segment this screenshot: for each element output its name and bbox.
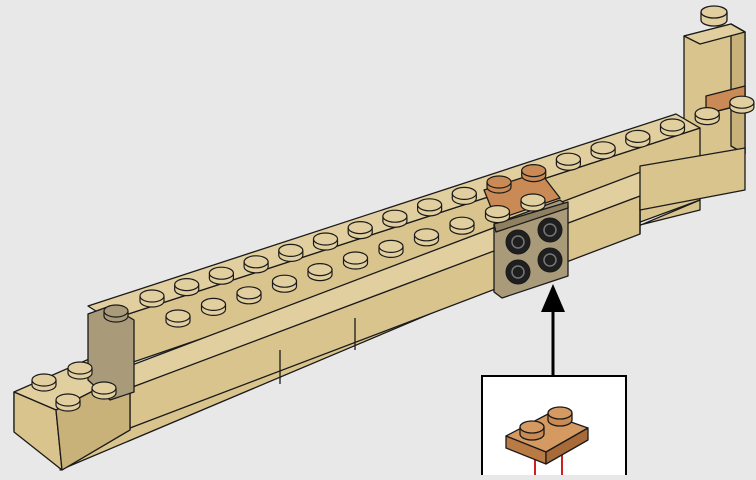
stud — [342, 251, 369, 270]
stud — [243, 255, 269, 274]
side-stud-ring — [511, 235, 525, 249]
stud — [312, 232, 339, 251]
side-stud — [505, 229, 531, 255]
stud — [174, 278, 200, 297]
stud — [694, 106, 720, 126]
stud — [451, 186, 477, 205]
side-studs — [505, 217, 563, 285]
stud — [55, 393, 81, 412]
side-stud-ring — [543, 223, 557, 237]
stud — [378, 239, 404, 258]
side-stud-ring — [511, 265, 525, 279]
stud — [659, 118, 686, 137]
stud — [449, 216, 475, 235]
stud — [278, 243, 304, 262]
stud — [165, 309, 191, 328]
stud — [590, 141, 616, 160]
stud — [91, 381, 117, 400]
stud — [417, 198, 443, 217]
stud — [307, 263, 333, 282]
stud — [200, 297, 227, 316]
side-stud — [537, 247, 563, 273]
stud — [139, 289, 165, 308]
side-stud — [505, 259, 531, 285]
stud — [271, 274, 298, 293]
side-stud-ring — [543, 253, 557, 267]
callout-arrow — [541, 284, 565, 378]
studs-layer — [31, 95, 755, 412]
stud — [484, 205, 511, 224]
stud — [347, 221, 373, 240]
parts-callout — [481, 375, 627, 480]
stud — [236, 286, 262, 305]
stud — [520, 193, 546, 212]
stud — [555, 152, 582, 171]
stud — [413, 228, 440, 247]
stud — [382, 209, 408, 228]
plate-1x2-part — [505, 406, 589, 476]
stud — [208, 266, 234, 285]
stud — [103, 304, 129, 323]
stud — [31, 373, 57, 392]
stud — [625, 129, 651, 148]
stud — [521, 164, 547, 183]
stud — [486, 175, 512, 194]
stud — [67, 361, 93, 380]
stud — [729, 95, 755, 114]
side-stud — [537, 217, 563, 243]
